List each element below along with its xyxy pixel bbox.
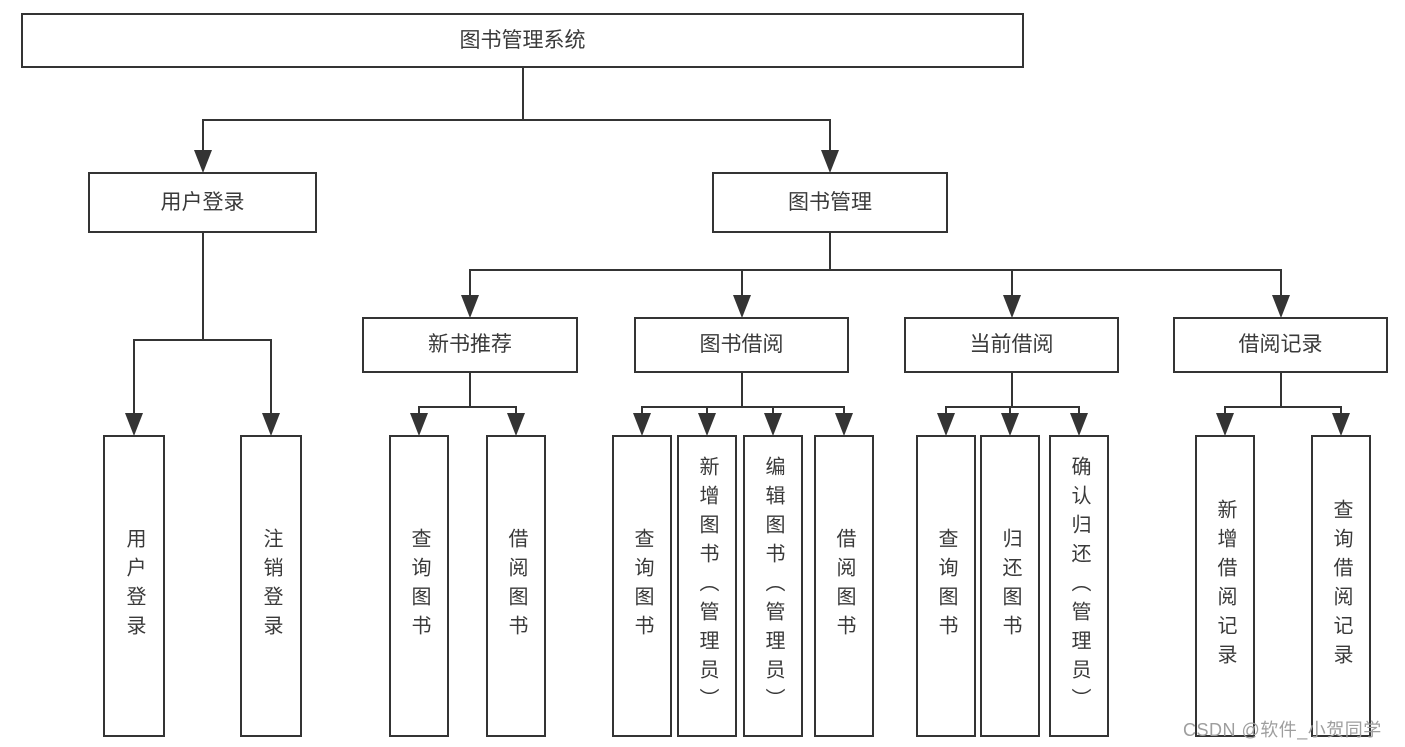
connector-drop-borrow-records [1279,270,1282,296]
node-label-leaf-user-login: 用户登录 [123,528,145,644]
connector-drop-leaf-query-books-1 [418,407,420,414]
connector-arrowhead-book-mgmt [821,150,839,173]
diagram-node-leaf-add-borrow-record: 新增借阅记录 [1195,435,1255,737]
connector-arrowhead-leaf-query-books-3 [937,413,955,436]
connector-stem-borrow-records [1279,373,1282,407]
connector-stem-current-borrow [1010,373,1013,407]
node-label-new-book-rec: 新书推荐 [428,333,512,357]
connector-bar-book-borrow [641,406,845,408]
connector-bar-user-login [133,339,272,341]
diagram-node-leaf-query-books-1: 查询图书 [389,435,449,737]
diagram-node-leaf-edit-book: 编辑图书（管理员） [743,435,803,737]
connector-arrowhead-borrow-records [1271,295,1290,318]
diagram-node-leaf-query-books-2: 查询图书 [612,435,672,737]
connector-stem-new-book-rec [469,373,471,407]
connector-drop-book-mgmt [829,120,831,151]
connector-arrowhead-leaf-add-book [698,413,716,436]
connector-arrowhead-new-book-rec [461,295,479,318]
connector-drop-leaf-query-books-3 [945,407,947,414]
diagram-node-leaf-query-borrow-record: 查询借阅记录 [1311,435,1371,737]
connector-bar-book-mgmt [469,269,1282,271]
connector-drop-leaf-return-book [1009,407,1011,414]
connector-drop-leaf-user-login [133,340,135,414]
connector-drop-leaf-add-book [706,407,708,414]
connector-drop-leaf-borrow-books-2 [843,407,845,414]
diagram-node-leaf-borrow-books-1: 借阅图书 [486,435,546,737]
diagram-node-leaf-borrow-books-2: 借阅图书 [814,435,874,737]
connector-arrowhead-leaf-add-borrow-record [1216,413,1234,436]
connector-arrowhead-book-borrow [732,295,751,318]
node-label-book-borrow: 图书借阅 [699,333,784,357]
connector-drop-leaf-add-borrow-record [1224,407,1226,414]
node-label-leaf-query-borrow-record: 查询借阅记录 [1330,499,1352,673]
connector-drop-user-login [201,120,204,151]
connector-arrowhead-leaf-edit-book [764,413,782,436]
connector-arrowhead-leaf-user-login [125,413,143,436]
node-label-leaf-add-borrow-record: 新增借阅记录 [1214,499,1236,673]
node-label-leaf-borrow-books-2: 借阅图书 [833,528,855,644]
connector-drop-leaf-logout [270,340,272,414]
connector-arrowhead-user-login [193,150,212,173]
connector-arrowhead-leaf-query-books-2 [633,413,651,436]
connector-drop-leaf-confirm-return [1078,407,1080,414]
connector-arrowhead-leaf-borrow-books-2 [835,413,853,436]
connector-stem-root [521,68,524,120]
node-label-borrow-records: 借阅记录 [1238,333,1323,357]
connector-arrowhead-current-borrow [1002,295,1021,318]
node-label-leaf-logout: 注销登录 [260,528,282,644]
connector-drop-leaf-query-books-2 [641,407,643,414]
connector-bar-root [201,119,831,121]
diagram-node-root: 图书管理系统 [21,13,1024,68]
node-label-leaf-query-books-3: 查询图书 [935,528,957,644]
node-label-user-login: 用户登录 [160,190,245,214]
connector-arrowhead-leaf-query-borrow-record [1332,413,1350,436]
node-label-leaf-add-book: 新增图书（管理员） [696,455,718,717]
node-label-leaf-edit-book: 编辑图书（管理员） [762,455,784,717]
connector-bar-new-book-rec [418,406,517,408]
connector-drop-leaf-query-borrow-record [1340,407,1342,414]
diagram-node-new-book-rec: 新书推荐 [362,317,578,373]
node-label-leaf-borrow-books-1: 借阅图书 [505,528,527,644]
connector-arrowhead-leaf-confirm-return [1070,413,1088,436]
diagram-node-leaf-user-login: 用户登录 [103,435,165,737]
node-label-root: 图书管理系统 [459,28,586,52]
connector-arrowhead-leaf-logout [262,413,280,436]
connector-arrowhead-leaf-return-book [1001,413,1019,436]
connector-drop-new-book-rec [469,270,471,296]
connector-stem-book-mgmt [829,233,831,270]
diagram-node-user-login: 用户登录 [88,172,317,233]
connector-stem-book-borrow [740,373,743,407]
diagram-node-leaf-add-book: 新增图书（管理员） [677,435,737,737]
connector-bar-borrow-records [1224,406,1342,408]
diagram-node-leaf-query-books-3: 查询图书 [916,435,976,737]
node-label-current-borrow: 当前借阅 [969,333,1054,357]
csdn-watermark: CSDN @软件_小贺同学 [1183,720,1382,740]
diagram-node-borrow-records: 借阅记录 [1173,317,1388,373]
connector-drop-book-borrow [740,270,743,296]
diagram-node-book-mgmt: 图书管理 [712,172,948,233]
node-label-leaf-query-books-1: 查询图书 [408,528,430,644]
connector-arrowhead-leaf-query-books-1 [410,413,428,436]
diagram-node-book-borrow: 图书借阅 [634,317,849,373]
connector-drop-leaf-borrow-books-1 [515,407,517,414]
connector-drop-leaf-edit-book [772,407,774,414]
node-label-leaf-confirm-return: 确认归还（管理员） [1068,455,1090,717]
diagram-node-leaf-logout: 注销登录 [240,435,302,737]
connector-stem-user-login [201,233,204,340]
diagram-node-leaf-return-book: 归还图书 [980,435,1040,737]
connector-bar-current-borrow [945,406,1080,408]
diagram-node-leaf-confirm-return: 确认归还（管理员） [1049,435,1109,737]
node-label-book-mgmt: 图书管理 [788,190,872,214]
node-label-leaf-return-book: 归还图书 [999,528,1021,644]
connector-drop-current-borrow [1010,270,1013,296]
connector-arrowhead-leaf-borrow-books-1 [507,413,525,436]
diagram-node-current-borrow: 当前借阅 [904,317,1119,373]
node-label-leaf-query-books-2: 查询图书 [631,528,653,644]
